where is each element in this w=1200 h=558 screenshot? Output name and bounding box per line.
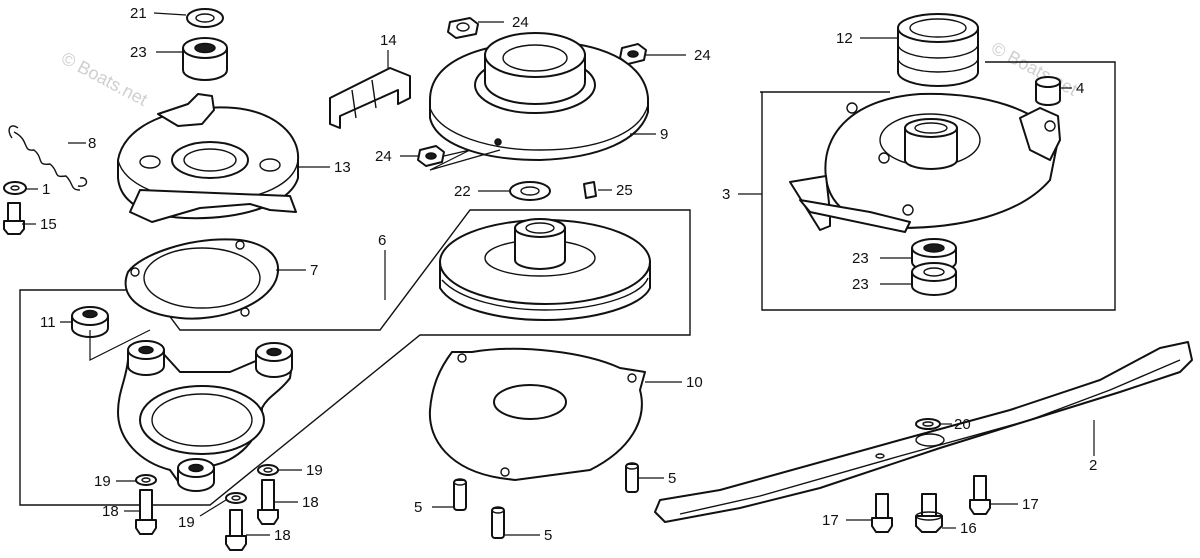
part-23-bearing-top (182, 37, 228, 81)
part-18-bolt-a (135, 489, 157, 535)
part-25-key (583, 181, 597, 199)
callout-5b: 5 (544, 527, 552, 544)
part-24-nut-c (417, 145, 445, 167)
part-21-washer (186, 8, 224, 28)
part-24-nut-b (619, 43, 647, 65)
callout-24b: 24 (694, 47, 711, 64)
part-2-blade (654, 341, 1193, 523)
callout-20: 20 (954, 416, 971, 433)
part-8-spring (8, 125, 88, 191)
part-16-bolt (915, 493, 943, 533)
part-7-gasket (124, 238, 279, 320)
group-3-outline (760, 61, 1116, 311)
part-13-brake-plate (117, 93, 300, 223)
part-17-bolt-a (871, 493, 893, 533)
callout-13: 13 (334, 159, 351, 176)
part-19-washer-a (135, 474, 157, 486)
callout-15: 15 (40, 216, 57, 233)
part-14-bracket (329, 67, 411, 129)
leader-19c (199, 499, 227, 517)
part-24-nut-a (447, 17, 479, 39)
part-5-pin-c (625, 462, 639, 493)
part-12-coupler (897, 13, 979, 87)
part-18-bolt-c (225, 509, 247, 551)
callout-18b: 18 (302, 494, 319, 511)
callout-1: 1 (42, 181, 50, 198)
callout-16: 16 (960, 520, 977, 537)
callout-14: 14 (380, 32, 397, 49)
callout-24c: 24 (375, 148, 392, 165)
callout-18c: 18 (274, 527, 291, 544)
part-20-washer (915, 418, 941, 430)
part-1-washer (3, 181, 27, 195)
callout-19b: 19 (306, 462, 323, 479)
leader-11 (60, 321, 151, 361)
callout-11: 11 (40, 314, 56, 331)
leader-21 (153, 12, 187, 16)
part-22-washer (509, 181, 551, 201)
part-19-washer-c (225, 492, 247, 504)
leader-24c (400, 149, 501, 171)
callout-8: 8 (88, 135, 96, 152)
callout-2: 2 (1089, 457, 1097, 474)
part-4-bushing (1035, 76, 1061, 106)
watermark-right: © Boats.net (988, 38, 1081, 100)
callout-3: 3 (722, 186, 730, 203)
callout-5a: 5 (414, 499, 422, 516)
callout-9: 9 (660, 126, 668, 143)
part-11-bushing (71, 306, 109, 338)
callout-5c: 5 (668, 470, 676, 487)
part-6-pulley (439, 218, 651, 321)
callout-23-right-a: 23 (852, 250, 869, 267)
callout-21: 21 (130, 5, 147, 22)
part-19-washer-b (257, 464, 279, 476)
part-18-bolt-b (257, 479, 279, 525)
callout-19c: 19 (178, 514, 195, 531)
callout-10: 10 (686, 374, 703, 391)
callout-23-right-b: 23 (852, 276, 869, 293)
callout-7: 7 (310, 262, 318, 279)
part-9-pulley-cover (429, 32, 649, 161)
callout-6: 6 (378, 232, 386, 249)
part-3-housing (789, 92, 1061, 233)
callout-25: 25 (616, 182, 633, 199)
callout-24a: 24 (512, 14, 529, 31)
callout-12: 12 (836, 30, 853, 47)
part-23-bearing-right-b (911, 262, 957, 296)
part-17-bolt-b (969, 475, 991, 515)
callout-19a: 19 (94, 473, 111, 490)
part-5-pin-a (453, 478, 467, 511)
callout-22: 22 (454, 183, 471, 200)
part-10-plate (428, 347, 646, 481)
callout-23-top: 23 (130, 44, 147, 61)
callout-18a: 18 (102, 503, 119, 520)
callout-17a: 17 (822, 512, 839, 529)
part-5-pin-b (491, 506, 505, 539)
callout-17b: 17 (1022, 496, 1039, 513)
callout-4: 4 (1076, 80, 1084, 97)
part-6-brake-arm (117, 340, 293, 492)
part-15-bolt (3, 202, 25, 235)
